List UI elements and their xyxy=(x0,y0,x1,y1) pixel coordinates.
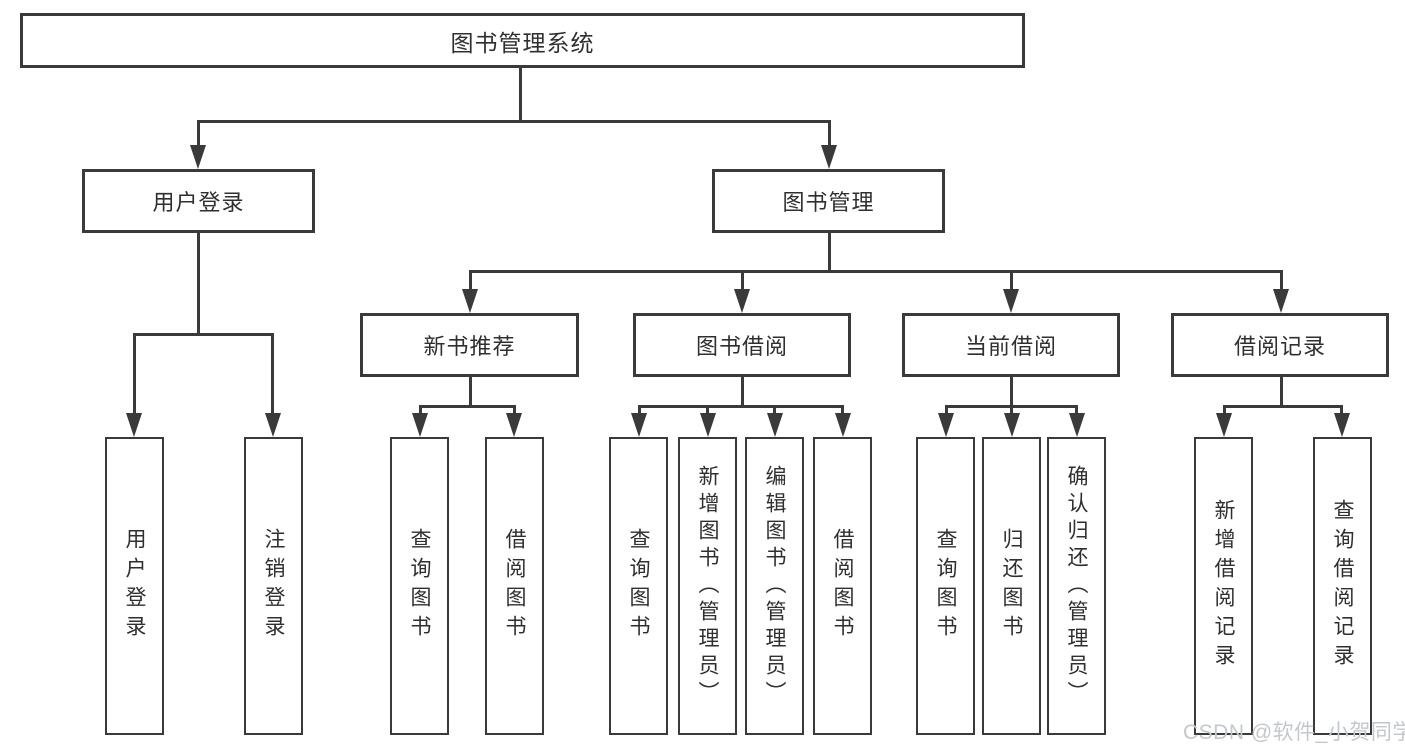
arrow-down-icon xyxy=(821,145,837,169)
leaf-borrowing-edit-admin: 编辑图书（管理员） xyxy=(745,437,804,735)
connector-line xyxy=(828,120,831,147)
connector-line xyxy=(197,120,831,123)
connector-line xyxy=(1280,270,1283,289)
connector-line xyxy=(271,333,274,415)
node-user-login: 用户登录 xyxy=(82,169,315,233)
leaf-logout: 注销登录 xyxy=(244,437,303,735)
connector-line xyxy=(469,375,472,407)
arrow-down-icon xyxy=(1069,413,1085,437)
connector-line xyxy=(1223,405,1226,415)
connector-line xyxy=(706,405,709,415)
arrow-down-icon xyxy=(265,413,281,437)
connector-line xyxy=(741,270,744,289)
arrow-down-icon xyxy=(1334,413,1350,437)
arrow-down-icon xyxy=(734,289,750,313)
arrow-down-icon xyxy=(700,413,716,437)
connector-line xyxy=(1280,375,1283,407)
arrow-down-icon xyxy=(412,413,428,437)
leaf-current-confirm-admin: 确认归还（管理员） xyxy=(1047,437,1106,735)
node-book-borrowing: 图书借阅 xyxy=(633,313,851,377)
watermark: CSDN @软件_小贺同学 xyxy=(1183,721,1405,744)
leaf-borrowing-add-admin: 新增图书（管理员） xyxy=(678,437,737,735)
connector-line xyxy=(773,405,776,415)
connector-line xyxy=(1075,405,1078,415)
connector-line xyxy=(469,270,1283,273)
leaf-borrowing-query: 查询图书 xyxy=(609,437,668,735)
connector-line xyxy=(133,333,274,336)
connector-line xyxy=(1010,270,1013,289)
connector-line xyxy=(519,66,522,122)
arrow-down-icon xyxy=(190,145,206,169)
leaf-current-return: 归还图书 xyxy=(982,437,1041,735)
node-borrowing-records: 借阅记录 xyxy=(1171,313,1389,377)
connector-line xyxy=(638,405,844,408)
connector-line xyxy=(841,405,844,415)
leaf-current-query: 查询图书 xyxy=(916,437,975,735)
arrow-down-icon xyxy=(1273,289,1289,313)
arrow-down-icon xyxy=(126,413,142,437)
node-book-management: 图书管理 xyxy=(712,169,945,233)
connector-line xyxy=(197,120,200,147)
arrow-down-icon xyxy=(506,413,522,437)
arrow-down-icon xyxy=(1004,413,1020,437)
arrow-down-icon xyxy=(835,413,851,437)
connector-line xyxy=(419,405,422,415)
leaf-user-login: 用户登录 xyxy=(105,437,164,735)
arrow-down-icon xyxy=(767,413,783,437)
connector-line xyxy=(638,405,641,415)
leaf-borrowing-borrow: 借阅图书 xyxy=(813,437,872,735)
connector-line xyxy=(1340,405,1343,415)
leaf-records-add: 新增借阅记录 xyxy=(1194,437,1253,735)
leaf-records-query: 查询借阅记录 xyxy=(1313,437,1372,735)
arrow-down-icon xyxy=(1003,289,1019,313)
connector-line xyxy=(828,231,831,272)
connector-line xyxy=(945,405,948,415)
arrow-down-icon xyxy=(1216,413,1232,437)
connector-line xyxy=(1010,375,1013,407)
connector-line xyxy=(419,405,516,408)
arrow-down-icon xyxy=(462,289,478,313)
leaf-new-books-borrow: 借阅图书 xyxy=(485,437,544,735)
connector-line xyxy=(469,270,472,289)
node-root: 图书管理系统 xyxy=(20,13,1025,68)
connector-line xyxy=(1010,405,1013,415)
node-current-borrowing: 当前借阅 xyxy=(902,313,1120,377)
connector-line xyxy=(197,231,200,335)
node-new-book-recommend: 新书推荐 xyxy=(360,313,579,377)
connector-line xyxy=(1223,405,1343,408)
connector-line xyxy=(513,405,516,415)
connector-line xyxy=(133,333,136,415)
leaf-new-books-query: 查询图书 xyxy=(390,437,449,735)
arrow-down-icon xyxy=(938,413,954,437)
connector-line xyxy=(741,375,744,407)
arrow-down-icon xyxy=(631,413,647,437)
